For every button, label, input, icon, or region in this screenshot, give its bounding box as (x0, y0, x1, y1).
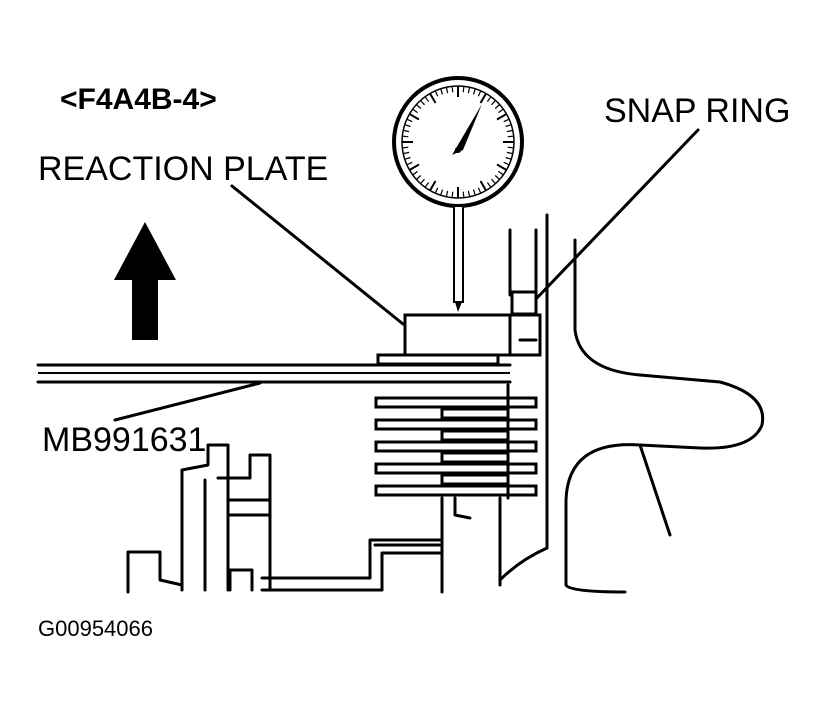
housing (498, 213, 765, 594)
housing-rib (638, 443, 672, 537)
dial-gauge-tick (472, 88, 476, 95)
dial-gauge-tick (434, 90, 439, 97)
clutch-plate (374, 440, 538, 453)
dial-gauge-tick (402, 146, 409, 149)
piston-line-lower (260, 551, 442, 592)
dial-gauge-tick (420, 178, 425, 185)
clutch-plate (374, 396, 538, 409)
dial-gauge-tick (424, 182, 430, 188)
clutch-disc (440, 473, 510, 486)
dial-gauge-tick (440, 88, 444, 95)
dial-gauge-tick (451, 86, 454, 93)
clutch-plate (376, 353, 500, 366)
clutch-plate (374, 462, 538, 475)
dial-gauge-needle (452, 104, 482, 155)
dial-gauge-tip (455, 302, 462, 312)
bracket (126, 550, 184, 594)
dial-gauge-tick (406, 161, 413, 166)
dial-gauge-tick (491, 99, 496, 106)
dial-gauge-tick (402, 135, 409, 138)
snap-ring-label: SNAP RING (604, 92, 790, 130)
dial-gauge-tick (507, 135, 514, 138)
dial-gauge-hub (455, 147, 461, 153)
dial-gauge-tick (467, 190, 471, 197)
dial-gauge-tick (408, 113, 420, 121)
dial-gauge-tick (506, 129, 513, 133)
dial-gauge-tick (451, 191, 454, 198)
clutch-disc (440, 429, 510, 442)
dial-gauge-tick (412, 108, 418, 114)
reaction-plate-label: REACTION PLATE (38, 150, 328, 188)
dial-gauge-tick (503, 161, 510, 166)
dial-gauge-tick (429, 92, 437, 104)
model-label: <F4A4B-4> (60, 83, 217, 116)
clutch-plate (374, 418, 538, 431)
gear-housing (180, 443, 230, 592)
up-arrow-icon (114, 222, 176, 340)
dial-gauge-tick (479, 180, 487, 192)
clutch-plate (374, 484, 538, 497)
dial-gauge-tick (506, 151, 513, 155)
clutch-pack (374, 353, 538, 594)
dial-gauge-tick (424, 96, 430, 102)
dial-gauge-tick (420, 99, 425, 106)
dial-gauge-tick (486, 182, 492, 188)
dial-gauge-tick (445, 87, 449, 94)
dial-gauge (392, 76, 524, 312)
dial-gauge-tick (406, 118, 413, 123)
snap-ring (510, 290, 538, 316)
dial-gauge-tick (404, 124, 411, 128)
dial-gauge-tick (415, 104, 422, 109)
piston-line-upper (260, 538, 442, 580)
dial-gauge-tick (494, 175, 501, 180)
snap-ring-leader (533, 128, 700, 302)
dial-gauge-tick (403, 151, 410, 155)
dial-gauge-tick (462, 86, 465, 93)
clutch-disc (440, 451, 510, 464)
housing-outer-contour (564, 238, 765, 594)
dial-gauge-stem (453, 205, 464, 303)
dial-gauge-tick (467, 87, 471, 94)
dial-gauge-tick (415, 175, 422, 180)
lower-assembly (126, 443, 442, 594)
reaction-plate (403, 313, 512, 357)
dial-gauge-tick (505, 124, 512, 128)
tool-label: MB991631 (42, 421, 206, 459)
figure-code: G00954066 (38, 616, 153, 641)
dial-gauge-tick (477, 187, 482, 194)
dial-gauge-tick (429, 180, 437, 192)
dial-gauge-tick (505, 156, 512, 160)
dial-gauge-tick (445, 190, 449, 197)
dial-gauge-tick (496, 163, 508, 171)
clutch-hub-step (453, 496, 472, 520)
dial-gauge-tick (462, 191, 465, 198)
dial-gauge-tick (434, 187, 439, 194)
clutch-disc (440, 407, 510, 420)
dial-gauge-tick (440, 189, 444, 196)
dial-gauge-tick (472, 189, 476, 196)
dial-gauge-tick (494, 104, 501, 109)
reaction-plate-step (508, 313, 542, 357)
dial-gauge-tick (408, 163, 420, 171)
dial-gauge-tick (404, 156, 411, 160)
tool-leader (113, 381, 262, 422)
dial-gauge-tick (496, 113, 508, 121)
dial-gauge-tick (412, 170, 418, 176)
dial-gauge-tick (486, 96, 492, 102)
housing-lower-curve (498, 546, 549, 582)
dial-gauge-tick (498, 170, 504, 176)
dial-gauge-tick (403, 129, 410, 133)
dial-gauge-rim (392, 76, 524, 208)
tool-bar (36, 363, 512, 384)
dial-gauge-ticks (402, 86, 514, 198)
dial-gauge-tick (491, 178, 496, 185)
dial-gauge-tick (507, 146, 514, 149)
bolt-head (228, 568, 254, 592)
reaction-plate-leader (230, 184, 405, 326)
dial-gauge-tick (498, 108, 504, 114)
dial-gauge-tick (479, 92, 487, 104)
dial-gauge-tick (503, 118, 510, 123)
dial-gauge-tick (477, 90, 482, 97)
